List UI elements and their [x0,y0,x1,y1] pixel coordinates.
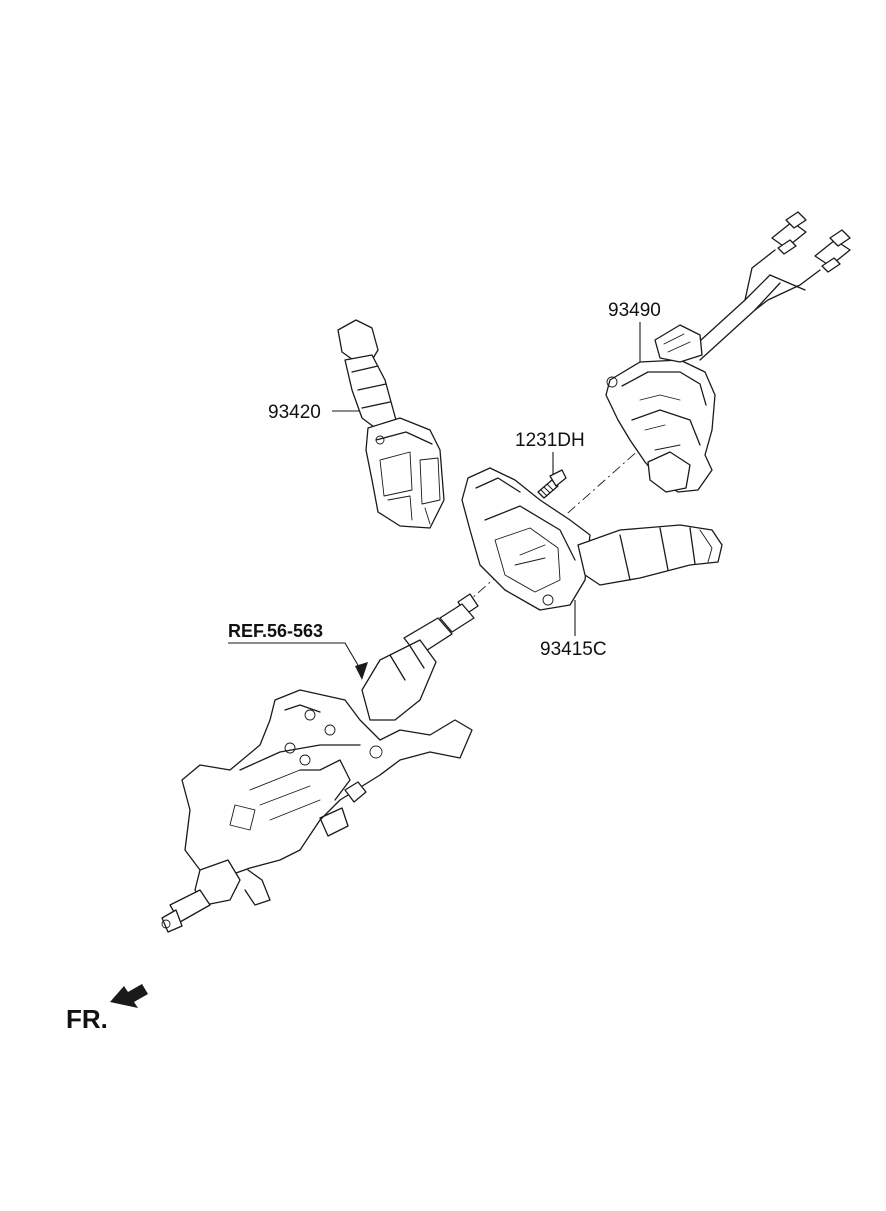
screw-part[interactable] [537,469,567,499]
label-93490: 93490 [608,300,661,321]
leader-ref [228,642,363,673]
label-1231DH: 1231DH [515,430,585,451]
clock-spring-part[interactable] [605,211,851,493]
label-93415C: 93415C [540,639,607,660]
leader-ref-arrowhead [355,662,368,680]
multifunction-switch-left[interactable] [337,319,445,529]
multifunction-switch-body[interactable] [461,467,723,611]
steering-column [161,593,479,933]
label-93420: 93420 [268,402,321,423]
front-label: FR. [66,1004,108,1034]
arrow-left-down-icon [110,984,148,1008]
label-ref: REF.56-563 [228,621,323,641]
